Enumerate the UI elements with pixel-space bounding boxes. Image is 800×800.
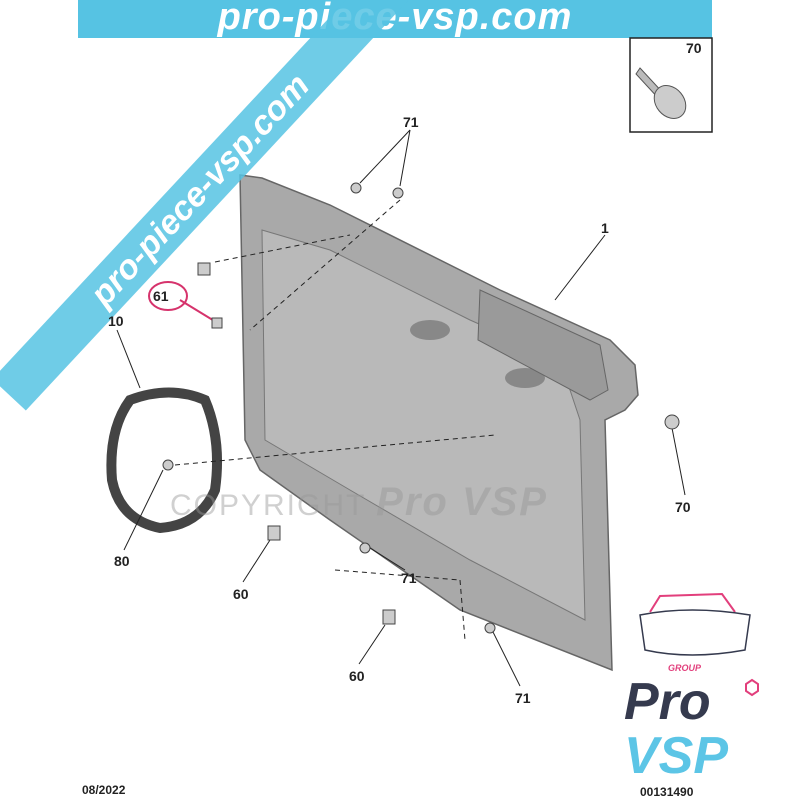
logo-vsp-text: VSP bbox=[624, 727, 729, 785]
callout-71: 71 bbox=[515, 690, 531, 706]
leader-lines bbox=[116, 129, 686, 687]
inset-callout-70: 70 bbox=[686, 40, 702, 56]
callout-61: 61 bbox=[153, 288, 169, 304]
seal-ring bbox=[106, 387, 223, 534]
dashed-lines bbox=[174, 199, 496, 641]
callout-60: 60 bbox=[349, 668, 365, 684]
callout-1: 1 bbox=[601, 220, 609, 236]
panel-hole bbox=[505, 368, 545, 388]
callout-10: 10 bbox=[108, 313, 124, 329]
inset-box bbox=[629, 37, 713, 133]
copyright-watermark: COPYRIGHT Pro VSP bbox=[170, 480, 548, 525]
callout-71: 71 bbox=[403, 114, 419, 130]
logo-group-text: GROUP bbox=[668, 663, 702, 673]
copyright-text: COPYRIGHT bbox=[170, 489, 366, 522]
logo-nut-icon bbox=[745, 678, 759, 697]
copyright-brand: Pro VSP bbox=[376, 480, 548, 524]
screw-inset-icon bbox=[635, 67, 687, 119]
callout-80: 80 bbox=[114, 553, 130, 569]
highlight-circle bbox=[148, 281, 188, 311]
footer-date: 08/2022 bbox=[82, 783, 126, 797]
panel-hole bbox=[410, 320, 450, 340]
logo-pro-text: Pro bbox=[624, 673, 711, 731]
fasteners bbox=[162, 182, 680, 634]
footer-reference: 00131490 bbox=[640, 785, 694, 799]
callout-71: 71 bbox=[401, 570, 417, 586]
callout-60: 60 bbox=[233, 586, 249, 602]
callout-70: 70 bbox=[675, 499, 691, 515]
